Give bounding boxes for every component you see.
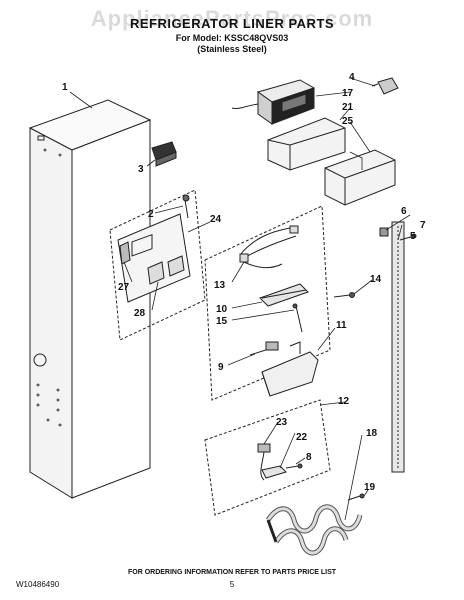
document-number: W10486490	[16, 580, 60, 589]
part-8-screw	[285, 463, 303, 469]
part-18-coil-heater	[265, 504, 363, 556]
callout-12: 12	[338, 396, 350, 407]
callout-24: 24	[210, 214, 222, 225]
callout-17: 17	[342, 88, 354, 99]
part-5-heater-strip	[391, 221, 405, 473]
part-control-housing	[117, 194, 191, 303]
leader-lines	[69, 77, 411, 521]
callout-18: 18	[366, 428, 378, 439]
callout-15: 15	[216, 316, 228, 327]
finish-line: (Stainless Steel)	[197, 44, 267, 54]
part-4-connector	[371, 77, 399, 95]
part-22-clip	[261, 465, 287, 479]
callout-3: 3	[138, 164, 144, 175]
diagram-title: REFRIGERATOR LINER PARTS	[129, 16, 335, 31]
part-15-screw	[292, 303, 303, 333]
enclosure-control-panel	[109, 189, 206, 341]
callout-7: 7	[420, 220, 426, 231]
callout-21: 21	[342, 102, 354, 113]
callout-8: 8	[306, 452, 312, 463]
part-7-screw	[399, 233, 417, 241]
callout-22: 22	[296, 432, 308, 443]
part-13-harness	[239, 225, 299, 269]
callout-6: 6	[401, 206, 407, 217]
watermark: AppliancePartsPros.com	[90, 6, 374, 31]
callout-4: 4	[349, 72, 355, 83]
part-3-bracket	[146, 141, 177, 167]
callout-23: 23	[276, 417, 288, 428]
part-14-screw	[333, 292, 355, 298]
callout-1: 1	[62, 82, 68, 93]
part-10-bracket	[259, 283, 309, 307]
part-liner-cabinet	[28, 99, 152, 499]
callout-13: 13	[214, 280, 226, 291]
callout-11: 11	[336, 320, 347, 331]
part-17-module	[231, 79, 316, 125]
callout-9: 9	[218, 362, 224, 373]
callout-25: 25	[342, 116, 354, 127]
callout-27: 27	[118, 282, 130, 293]
part-21-duct	[267, 117, 346, 171]
ordering-notice: FOR ORDERING INFORMATION REFER TO PARTS …	[127, 569, 337, 576]
part-11-light-housing	[261, 341, 319, 397]
part-9-socket	[249, 341, 279, 356]
callout-28: 28	[134, 308, 146, 319]
callout-5: 5	[410, 231, 416, 242]
page-number: 5	[229, 580, 235, 589]
callout-2: 2	[148, 209, 154, 220]
enclosure-sensor-assembly	[204, 399, 331, 516]
callout-labels: 1 2 3 4 5 6 7 8 9 10 11 12 13 14 15 17 1…	[62, 72, 426, 493]
callout-14: 14	[370, 274, 382, 285]
enclosure-light-assembly	[204, 205, 331, 401]
callout-10: 10	[216, 304, 228, 315]
callout-19: 19	[364, 482, 376, 493]
part-25-duct	[324, 149, 396, 206]
model-line: For Model: KSSC48QVS03	[175, 33, 289, 43]
part-6-clip	[379, 227, 389, 237]
